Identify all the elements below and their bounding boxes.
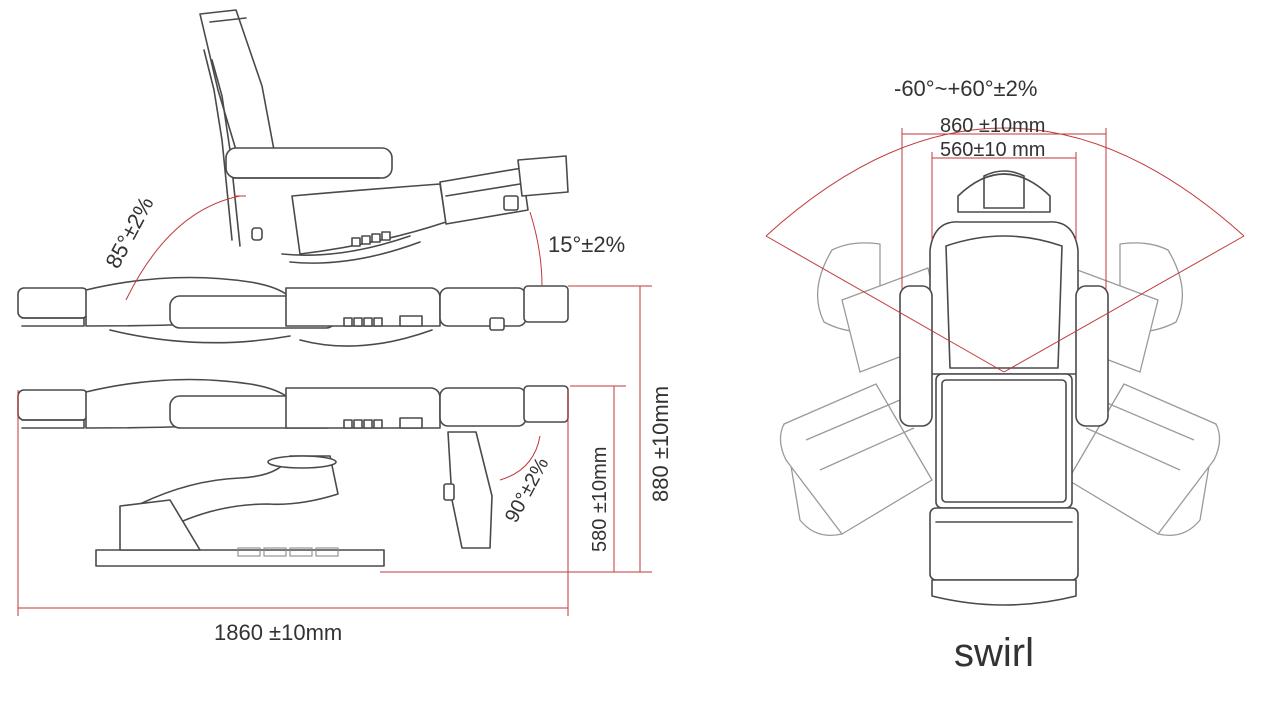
backrest-angle-label: 85°±2% [100,192,158,272]
side-dimension-lines [17,195,652,616]
ghost-chair-left [779,242,945,537]
side-view-flat-chair [17,276,569,347]
swivel-angle-label: -60°~+60°±2% [894,76,1037,101]
legrest-angle-label: 15°±2% [548,232,625,257]
side-control-buttons-flat [343,315,423,327]
top-view-swivel-chair [779,170,1221,606]
base-pedals [237,547,339,557]
swirl-title: swirl [954,631,1034,675]
side-view-low-chair [17,378,569,567]
top-dimension-lines [765,127,1245,373]
min-height-label: 580 ±10mm [589,447,611,552]
footrest-angle-label: 90°±2% [501,454,553,526]
main-chair-top [899,170,1109,606]
max-height-label: 880 ±10mm [648,386,673,502]
length-label: 1860 ±10mm [214,620,342,645]
inner-width-label: 560±10 mm [940,139,1045,161]
side-control-buttons-low [343,417,423,429]
side-view-upright-chair [199,9,569,264]
side-control-buttons [351,231,391,247]
outer-width-label: 860 ±10mm [940,115,1045,137]
